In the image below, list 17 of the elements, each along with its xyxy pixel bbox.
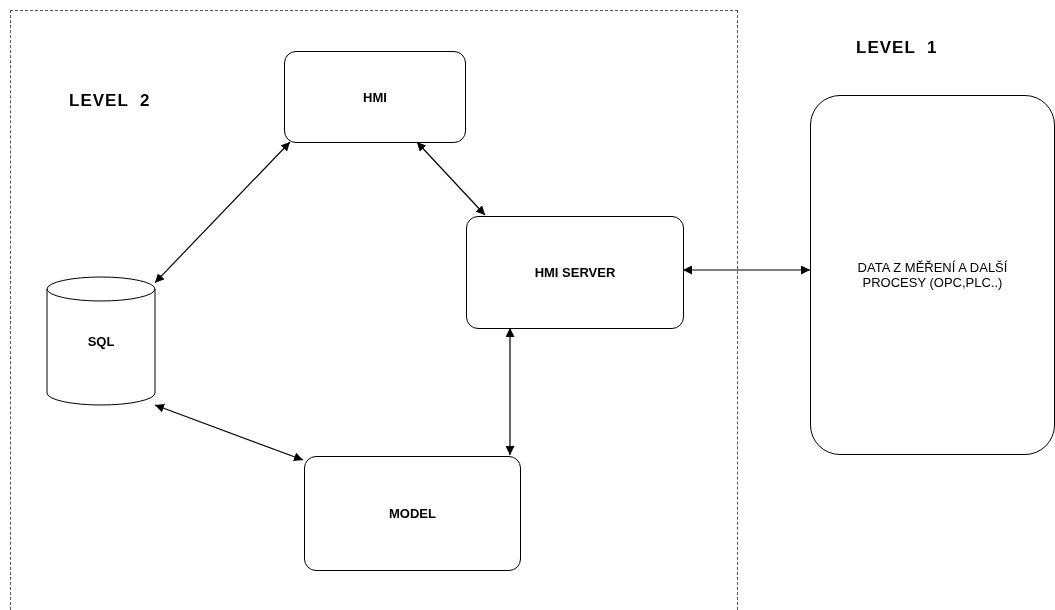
process-box	[304, 456, 521, 571]
box-label: MODEL	[389, 506, 436, 521]
double-arrow	[154, 403, 304, 462]
double-arrow	[682, 265, 811, 275]
box-label: HMI SERVER	[534, 265, 616, 280]
level-heading: LEVEL 1	[856, 38, 938, 58]
level-heading: LEVEL 2	[69, 91, 151, 111]
box-label: DATA Z MĚŘENÍ A DALŠÍ PROCESY (OPC,PLC..)	[856, 260, 1009, 290]
database-cylinder	[46, 276, 156, 406]
double-arrow	[416, 141, 486, 216]
dashed-frame	[10, 10, 738, 610]
double-arrow	[505, 327, 515, 456]
double-arrow	[154, 141, 291, 284]
box-label: HMI	[363, 89, 387, 105]
process-box	[466, 216, 684, 329]
box-label: SQL	[87, 333, 115, 349]
process-box	[284, 51, 466, 143]
